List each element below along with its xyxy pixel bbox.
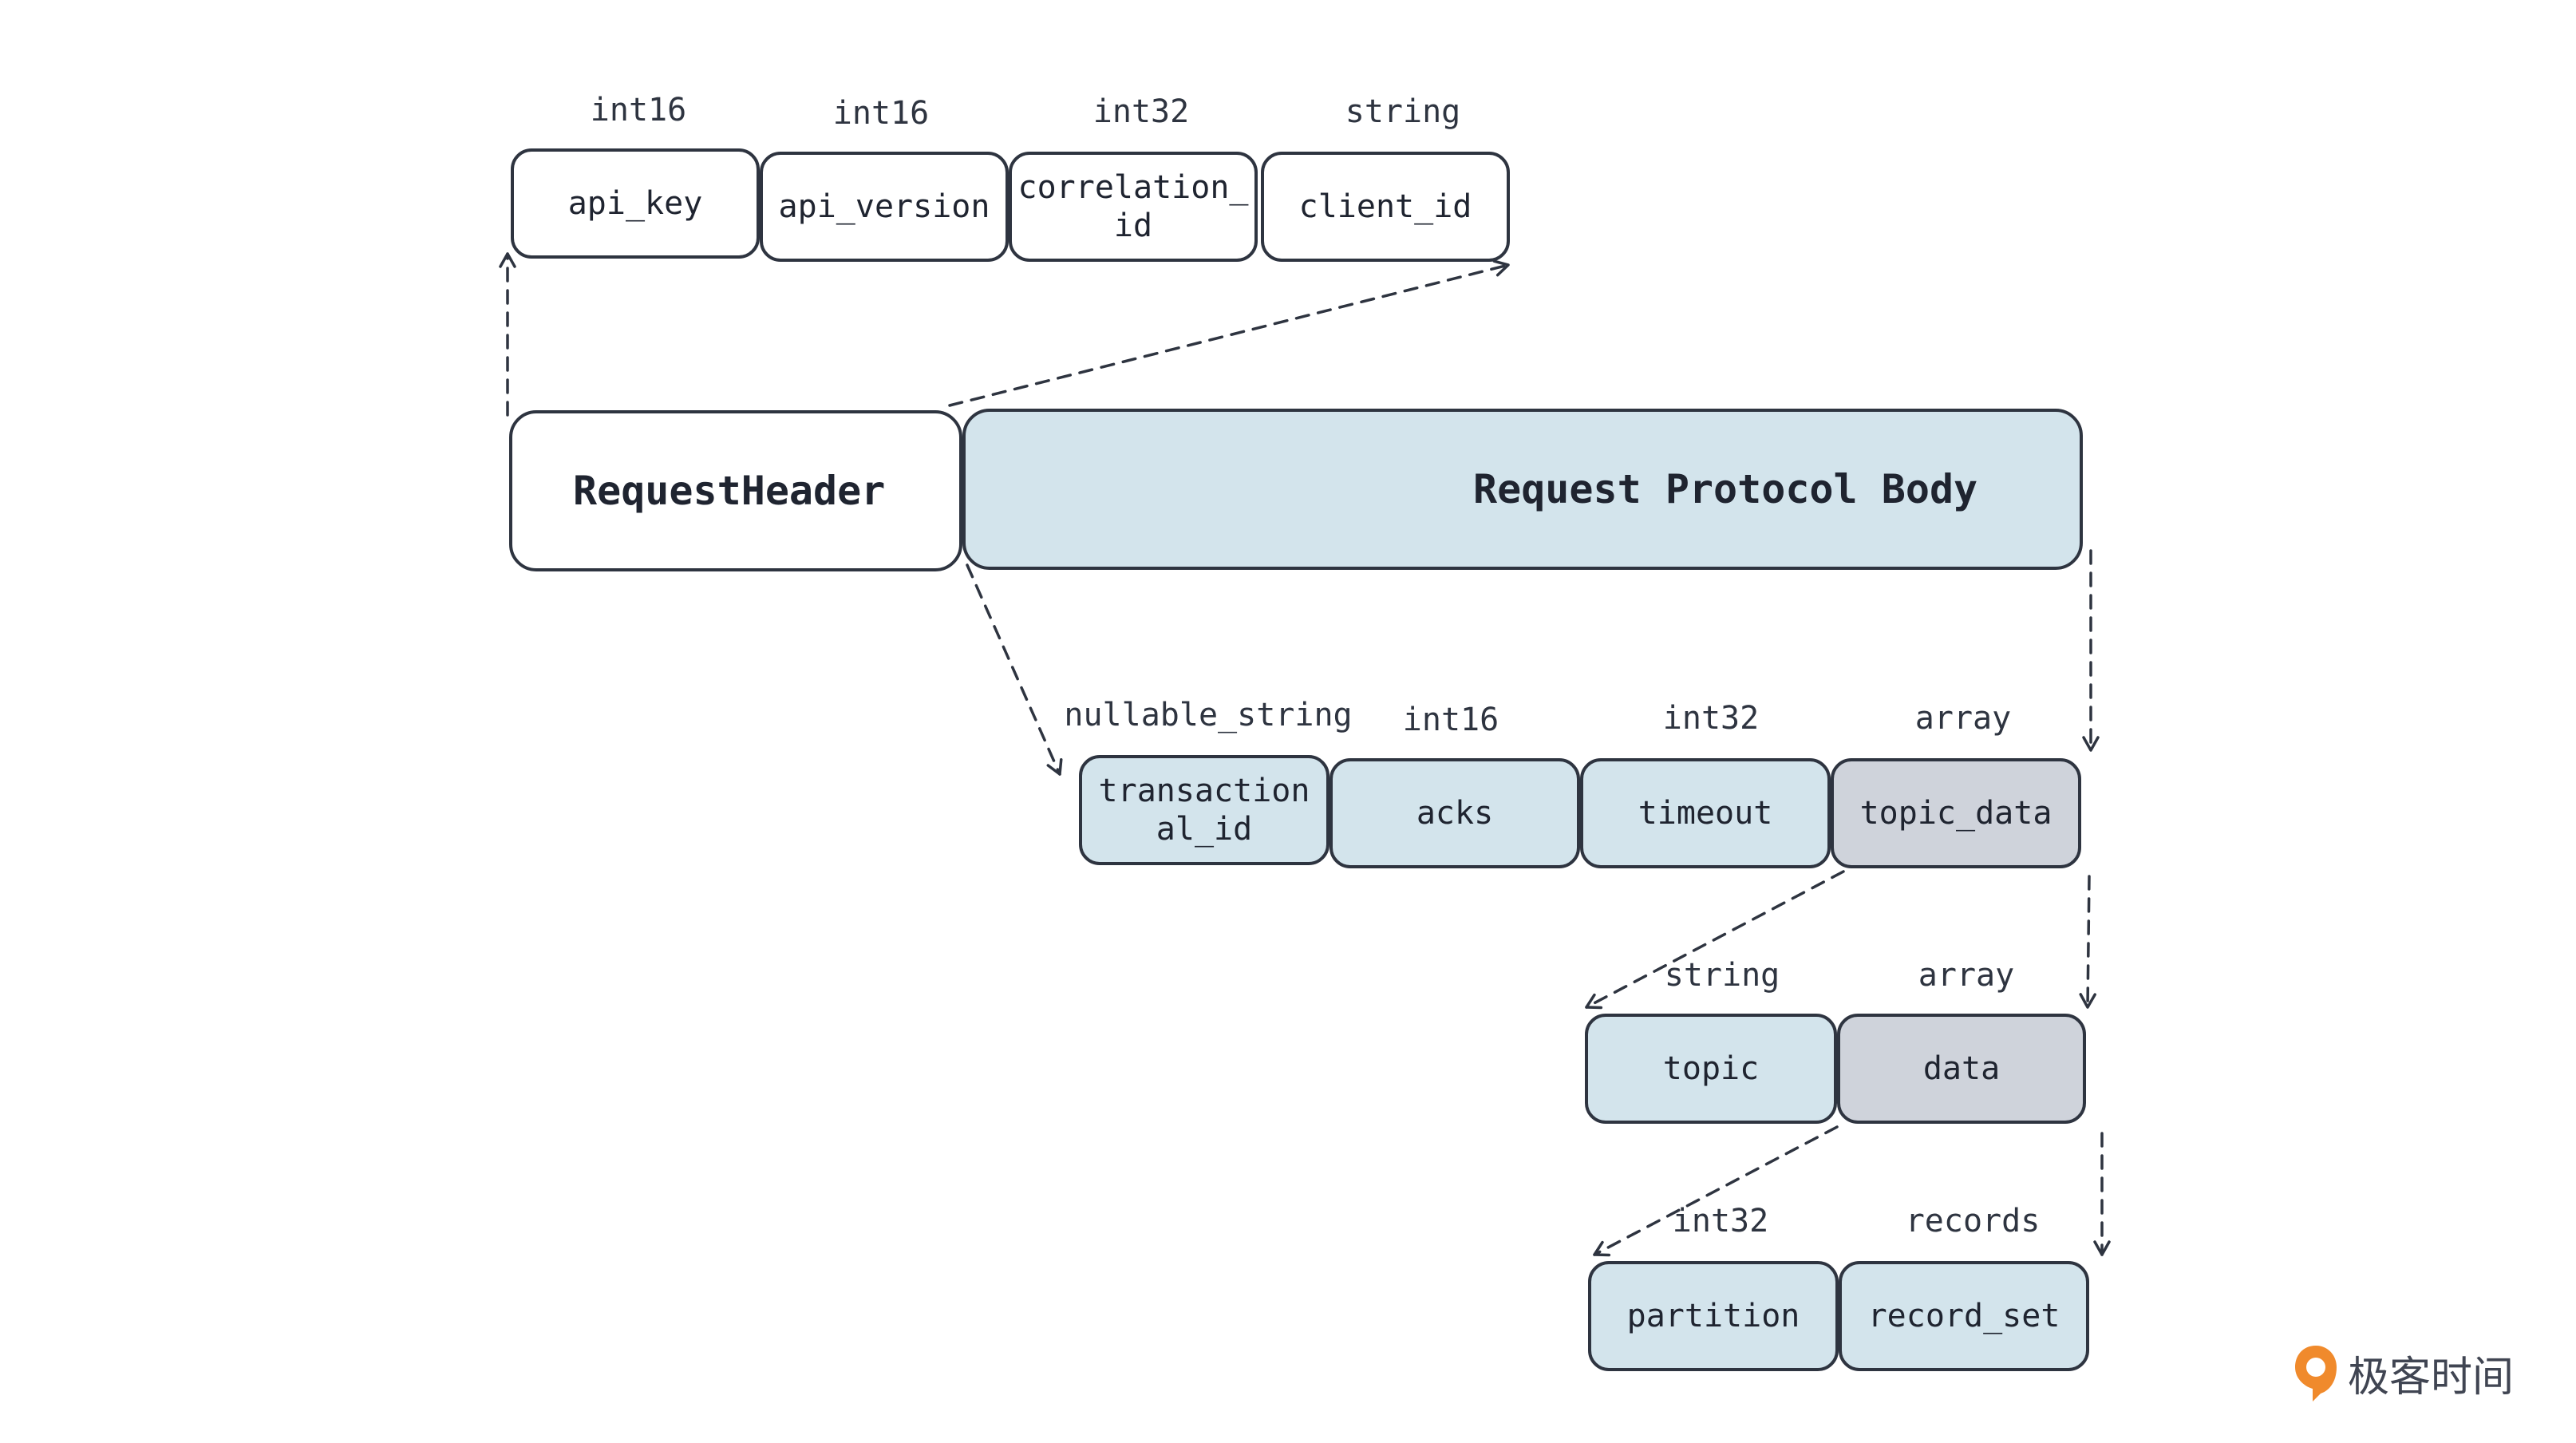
type-label-topic-data: array [1914, 700, 2012, 737]
field-client-id: client_id [1261, 152, 1510, 262]
arrow-data-to-partition [1593, 1125, 1839, 1257]
type-label-client-id: string [1345, 93, 1461, 130]
type-label-api-version: int16 [832, 95, 930, 132]
arrow-topic-data-to-data [2079, 875, 2096, 1009]
geektime-logo: 极客时间 [2290, 1341, 2514, 1405]
request-header-block: RequestHeader [509, 410, 962, 571]
arrow-header-to-body-fields [966, 563, 1063, 776]
type-label-timeout: int32 [1662, 700, 1760, 737]
field-timeout: timeout [1580, 758, 1831, 868]
type-label-partition: int32 [1672, 1203, 1769, 1239]
field-acks: acks [1329, 758, 1580, 868]
field-api-key: api_key [511, 148, 760, 259]
field-api-version: api_version [760, 152, 1009, 262]
geektime-logo-text: 极客时间 [2348, 1353, 2515, 1401]
type-label-acks: int16 [1402, 702, 1499, 738]
type-label-topic: string [1664, 957, 1780, 994]
type-label-transactional-id: nullable_string [1064, 697, 1353, 733]
type-label-api-key: int16 [590, 92, 687, 128]
field-topic: topic [1585, 1014, 1837, 1124]
arrow-topic-data-to-topic [1585, 870, 1845, 1010]
type-label-data: array [1918, 957, 2015, 994]
field-correlation-id: correlation_ id [1009, 152, 1258, 262]
field-record-set: record_set [1839, 1261, 2089, 1371]
field-partition: partition [1588, 1261, 1839, 1371]
field-topic-data: topic_data [1831, 758, 2081, 868]
field-transactional-id: transaction al_id [1079, 755, 1329, 865]
request-body-block: Request Protocol Body [962, 409, 2083, 570]
geektime-logo-icon [2295, 1346, 2337, 1401]
field-data: data [1837, 1014, 2086, 1124]
type-label-record-set: records [1905, 1203, 2041, 1239]
type-label-correlation-id: int32 [1092, 93, 1190, 130]
arrow-header-to-client-id [948, 259, 1510, 407]
